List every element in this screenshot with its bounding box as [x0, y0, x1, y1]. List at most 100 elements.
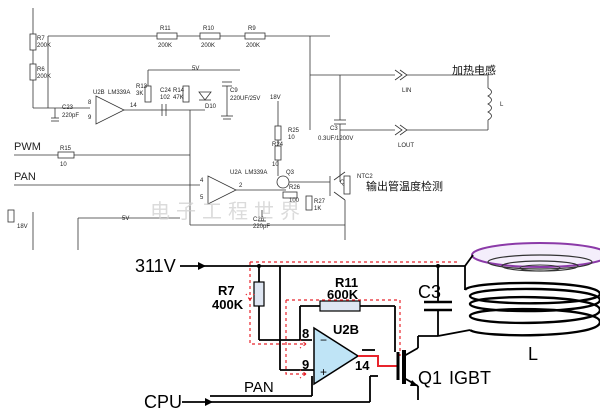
r11-resistor — [156, 32, 178, 40]
r7-resistor — [29, 33, 37, 51]
heating-inductor-note: 加热电感 — [452, 64, 496, 77]
svg-text:−: − — [320, 333, 327, 347]
igbt-label: IGBT — [449, 368, 491, 388]
r10-ref: R10 — [203, 26, 215, 32]
r10-resistor — [199, 32, 221, 40]
c26-ref: C26 — [253, 217, 265, 223]
c3-value-top: 0.3UF/1200V — [318, 136, 353, 142]
c23-ref: C23 — [62, 105, 74, 111]
pin14-label: 14 — [355, 358, 370, 373]
r15-resistor — [57, 151, 75, 159]
u2a-pin5: 5 — [200, 195, 204, 201]
u2b-opamp — [313, 326, 360, 386]
r14-value: 47K — [173, 95, 184, 101]
u2a-pin4: 4 — [200, 178, 204, 184]
u2a-pin2: 2 — [239, 183, 243, 189]
r9-resistor — [244, 32, 266, 40]
r25-value: 10 — [288, 135, 295, 141]
c23-value: 220pF — [62, 113, 79, 119]
v311-label: 311V — [135, 256, 176, 276]
ntc2-ref: NTC2 — [357, 174, 373, 180]
r13-ref: R13 — [136, 84, 148, 90]
c3-label-bottom: C3 — [418, 282, 441, 302]
u2b-pin9: 9 — [88, 115, 92, 121]
r9-ref: R9 — [248, 26, 256, 32]
q3-ref: Q3 — [286, 170, 295, 176]
q1-label: Q1 — [418, 368, 442, 388]
r7-ref: R7 — [37, 36, 45, 42]
r6-ref: R6 — [37, 67, 45, 73]
q3-transistor — [276, 175, 290, 189]
r13-value: 3K — [136, 91, 143, 97]
c24-ref: C24 — [160, 88, 172, 94]
u2a-comparator — [207, 175, 237, 205]
ntc2-thermistor — [343, 175, 351, 195]
r27-resistor — [305, 195, 313, 211]
u2b-label-bottom: U2B — [333, 322, 359, 337]
c9-value: 220UF/25V — [230, 96, 260, 102]
lin-connector — [394, 69, 403, 81]
coil-l-label: L — [528, 344, 538, 364]
r11-ref: R11 — [160, 26, 171, 32]
u2b-ref: U2B — [93, 90, 105, 96]
u2b-comparator — [95, 95, 125, 125]
simplified-circuit: 311V R7 400K R11 600K C3 − + U2B 8 9 14 — [135, 242, 600, 410]
rail-18v-top: 18V — [270, 95, 281, 101]
r14-resistor — [182, 85, 190, 103]
current-path-pin9 — [285, 300, 306, 375]
pin9-label: 9 — [302, 357, 309, 372]
u2a-ref: U2A — [230, 170, 242, 176]
r26-resistor — [282, 191, 298, 199]
u2a-value: LM339A — [245, 170, 267, 176]
r27-value: 1K — [314, 206, 321, 212]
coil-windings — [463, 281, 600, 337]
cpu-label: CPU — [144, 392, 182, 410]
u2b-pin8: 8 — [88, 100, 92, 106]
r7-ref-bottom: R7 — [218, 283, 235, 298]
r6-value: 200K — [37, 74, 51, 80]
u2b-value: LM339A — [108, 90, 130, 96]
r14-ref: R14 — [173, 88, 185, 94]
d10-diode — [198, 91, 212, 101]
r27-ref: R27 — [314, 199, 326, 205]
r11-value-bottom: 600K — [327, 287, 359, 302]
r24-value: 10 — [272, 162, 279, 168]
pan-label-top: PAN — [14, 171, 36, 183]
heating-inductor — [487, 87, 492, 121]
lout-label: LOUT — [398, 143, 414, 149]
pan-label-bottom: PAN — [244, 379, 274, 396]
c24-value: 102 — [160, 95, 171, 101]
pin8-label: 8 — [302, 326, 309, 341]
current-path-feedback — [286, 299, 401, 356]
r24-resistor — [274, 145, 282, 161]
watermark: 电子工程世界 — [150, 199, 306, 223]
r10-value: 200K — [201, 43, 215, 49]
r25-resistor — [274, 125, 282, 141]
c3-ref-top: C3 — [330, 126, 338, 132]
r7-value: 200K — [37, 43, 51, 49]
u2b-pin14: 14 — [130, 103, 137, 109]
svg-text:+: + — [320, 365, 327, 379]
r7-400k-resistor — [253, 281, 265, 307]
original-schematic: R7 200K R6 200K R11 200K R10 200K R9 200… — [7, 8, 504, 250]
r26-value: 100 — [289, 198, 300, 204]
gate-drive-line — [358, 355, 398, 367]
rail-5v: 5V — [192, 66, 199, 72]
pwm-label: PWM — [14, 141, 41, 153]
r7-value-bottom: 400K — [212, 297, 244, 312]
d10-ref: D10 — [205, 104, 217, 110]
r15-ref: R15 — [60, 146, 72, 152]
c9-ref: C9 — [230, 88, 238, 94]
rail-18v-bottom: 18V — [17, 224, 28, 230]
r15-value: 10 — [60, 162, 67, 168]
tube-temp-note: 输出管温度检测 — [366, 179, 443, 193]
r6-resistor — [29, 63, 37, 81]
rail-5v-bottom: 5V — [122, 216, 129, 222]
c26-value: 220pF — [253, 224, 270, 230]
r11-600k-resistor — [319, 300, 361, 312]
r9-value: 200K — [246, 43, 260, 49]
r26-ref: R26 — [289, 185, 301, 191]
r11-value: 200K — [158, 43, 172, 49]
